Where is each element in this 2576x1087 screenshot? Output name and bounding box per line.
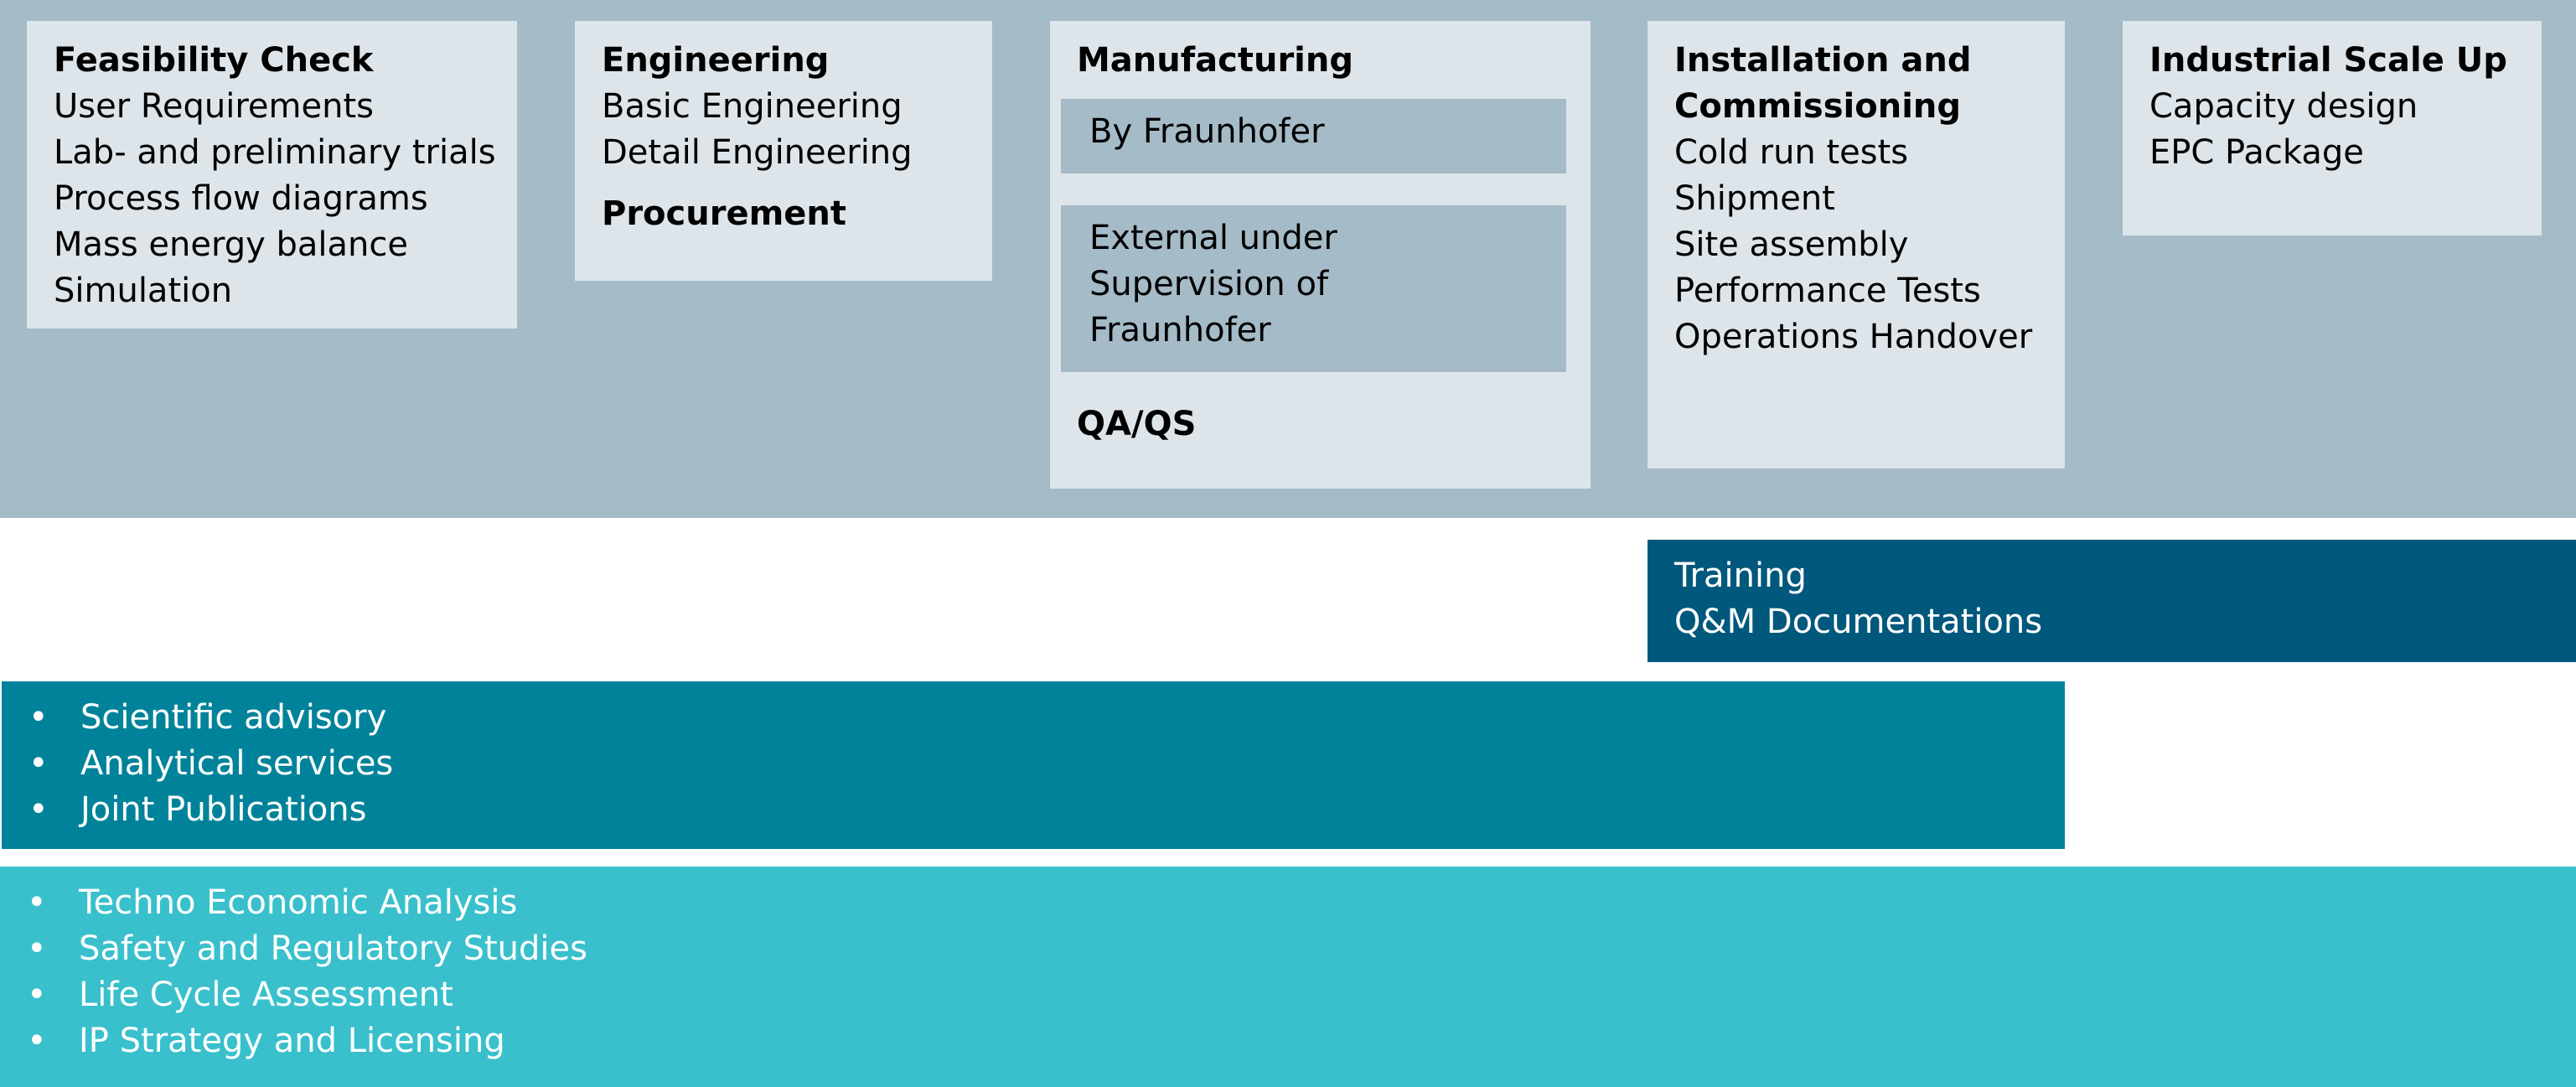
- phase-item: EPC Package: [2149, 133, 2364, 172]
- bullet-icon: •: [27, 976, 47, 1014]
- advisory-item: Scientific advisory: [80, 698, 387, 737]
- phase-title: Installation and: [1674, 41, 1972, 80]
- advisory-band: • Scientific advisory • Analytical service…: [2, 681, 2065, 849]
- list-item: • Safety and Regulatory Studies: [27, 926, 2576, 972]
- phase-engineering: Engineering Basic Engineering Detail Eng…: [575, 21, 992, 281]
- training-band: Training Q&M Documentations: [1648, 540, 2576, 662]
- phase-item: Process flow diagrams: [54, 179, 428, 218]
- analysis-item: Life Cycle Assessment: [79, 976, 453, 1014]
- analysis-item: Safety and Regulatory Studies: [79, 929, 587, 968]
- list-item: • Analytical services: [28, 741, 2065, 787]
- analysis-band: • Techno Economic Analysis • Safety and Re…: [0, 867, 2576, 1087]
- analysis-item: Techno Economic Analysis: [79, 883, 518, 922]
- phase-title: Feasibility Check: [54, 41, 374, 80]
- bullet-icon: •: [27, 883, 47, 922]
- training-item: Q&M Documentations: [1674, 603, 2043, 641]
- phase-industrial-scale-up: Industrial Scale Up Capacity design EPC …: [2123, 21, 2542, 236]
- phase-item: Basic Engineering: [602, 87, 903, 126]
- bullet-icon: •: [27, 1022, 47, 1060]
- phase-item: Operations Handover: [1674, 318, 2033, 356]
- bullet-icon: •: [28, 698, 49, 737]
- manufacturing-external-supervision: External under Supervision of Fraunhofer: [1061, 205, 1566, 372]
- phase-item: Mass energy balance: [54, 225, 408, 264]
- list-item: • Life Cycle Assessment: [27, 972, 2576, 1018]
- phase-title: Commissioning: [1674, 87, 1962, 126]
- phase-subtitle-qa: QA/QS: [1077, 405, 1197, 443]
- list-item: • Techno Economic Analysis: [27, 880, 2576, 926]
- list-item: • Scientific advisory: [28, 695, 2065, 741]
- phase-item: Cold run tests: [1674, 133, 1909, 172]
- advisory-item: Joint Publications: [80, 790, 367, 829]
- phase-installation-commissioning: Installation and Commissioning Cold run …: [1648, 21, 2065, 468]
- bullet-icon: •: [27, 929, 47, 968]
- phase-feasibility-check: Feasibility Check User Requirements Lab-…: [27, 21, 517, 329]
- manufacturing-by-fraunhofer: By Fraunhofer: [1061, 99, 1566, 173]
- list-item: • Joint Publications: [28, 787, 2065, 833]
- phase-item: Lab- and preliminary trials: [54, 133, 496, 172]
- phase-item: Capacity design: [2149, 87, 2418, 126]
- analysis-item: IP Strategy and Licensing: [79, 1022, 505, 1060]
- list-item: • IP Strategy and Licensing: [27, 1018, 2576, 1064]
- manufacturing-option-label: Supervision of: [1089, 265, 1329, 303]
- manufacturing-option-label: External under: [1089, 219, 1337, 257]
- bullet-icon: •: [28, 744, 49, 783]
- training-item: Training: [1674, 556, 1807, 595]
- phase-item: Site assembly: [1674, 225, 1909, 264]
- phase-item: Shipment: [1674, 179, 1835, 218]
- phase-item: User Requirements: [54, 87, 374, 126]
- advisory-item: Analytical services: [80, 744, 394, 783]
- phase-title: Engineering: [602, 41, 830, 80]
- manufacturing-option-label: By Fraunhofer: [1089, 112, 1325, 151]
- phases-band: Feasibility Check User Requirements Lab-…: [0, 0, 2576, 518]
- phase-item: Detail Engineering: [602, 133, 913, 172]
- phase-item: Simulation: [54, 272, 233, 310]
- phase-title: Industrial Scale Up: [2149, 41, 2507, 80]
- phase-item: Performance Tests: [1674, 272, 1981, 310]
- phase-subtitle-procurement: Procurement: [602, 194, 846, 233]
- bullet-icon: •: [28, 790, 49, 829]
- manufacturing-option-label: Fraunhofer: [1089, 311, 1271, 349]
- phase-title: Manufacturing: [1077, 41, 1353, 80]
- phase-manufacturing: Manufacturing By Fraunhofer External und…: [1050, 21, 1591, 489]
